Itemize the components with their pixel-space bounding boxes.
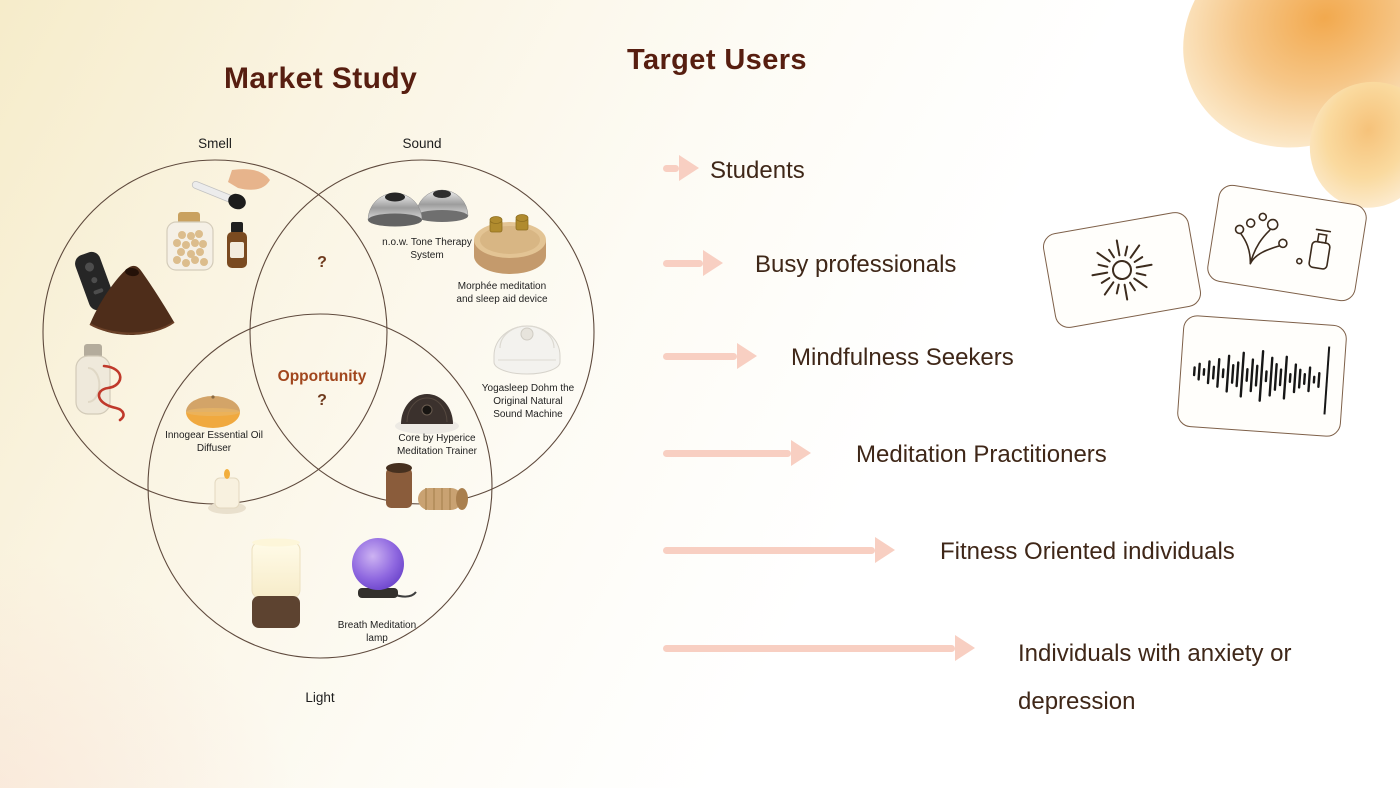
arrow-head [703,250,723,276]
product-image-oil-bottle [227,222,247,268]
market-study-title: Market Study [224,62,418,95]
product-image-breath-lamp [251,538,301,628]
question-mark-center: ? [317,392,327,409]
arrow-head [955,635,975,661]
arrow-bar [663,546,875,554]
arrow-bar [663,259,703,267]
aromatherapy-botanicals-icon [1234,212,1332,270]
arrow-bar [663,352,737,360]
product-image-remote [75,251,115,311]
product-image-glass-diffuser [75,344,125,422]
arrow-head [791,440,811,466]
arrow-fitness-oriented [663,537,895,563]
product-image-morphee-device [474,214,546,274]
product-image-wood-speakers [386,463,468,510]
target-users-title: Target Users [627,44,807,76]
arrow-head [875,537,895,563]
target-user-anxiety-depression: Individuals with anxiety or depression [1018,640,1292,715]
arrow-bar [663,164,679,172]
arrow-head [737,343,757,369]
product-image-glow-ball-lamp [352,538,417,598]
venn-label-smell: Smell [198,136,232,151]
product-image-yogasleep-dohm [493,325,561,375]
target-user-meditation-practitioners: Meditation Practitioners [856,441,1107,468]
venn-label-sound: Sound [402,136,442,151]
product-image-candle [208,469,246,514]
arrow-busy-professionals [663,250,723,276]
sun-burst-icon [1091,239,1153,301]
product-label-breath-lamp: Breath Meditation lamp [337,620,417,644]
arrow-bar [663,449,791,457]
product-image-core-hyperice [395,394,459,434]
venn-diagram: Smell Sound Light ? Opportunity ? [20,130,640,730]
arrow-students [663,155,699,181]
arrow-mindfulness-seekers [663,343,757,369]
audio-waveform-icon [1192,346,1331,415]
arrow-head [679,155,699,181]
product-label-innogear: Innogear Essential Oil Diffuser [165,430,263,454]
target-user-mindfulness-seekers: Mindfulness Seekers [791,344,1014,371]
decor-card-aromatherapy [1205,182,1369,304]
target-user-fitness-oriented: Fitness Oriented individuals [940,538,1235,565]
product-label-morphee: Morphée meditation and sleep aid device [456,281,548,305]
question-mark-top: ? [317,254,327,271]
product-image-bead-jar [166,212,214,271]
target-user-students: Students [710,157,805,184]
target-user-busy-professionals: Busy professionals [755,251,957,278]
venn-circle-light [147,313,493,659]
decor-card-soundwave [1176,314,1348,438]
arrow-meditation-practitioners [663,440,811,466]
opportunity-label: Opportunity [277,368,367,385]
product-image-cone-diffuser [89,265,175,335]
product-label-now-tone: n.o.w. Tone Therapy System [382,237,472,261]
product-label-core-hyperice: Core by Hyperice Meditation Trainer [396,433,478,457]
arrow-anxiety-depression [663,635,975,661]
arrow-bar [663,644,955,652]
product-image-innogear-diffuser [186,395,240,428]
product-image-now-tone-speakers [367,189,469,227]
venn-label-light: Light [305,690,335,705]
decor-card-energy [1040,209,1204,331]
product-label-yogasleep: Yogasleep Dohm the Original Natural Soun… [481,383,575,420]
